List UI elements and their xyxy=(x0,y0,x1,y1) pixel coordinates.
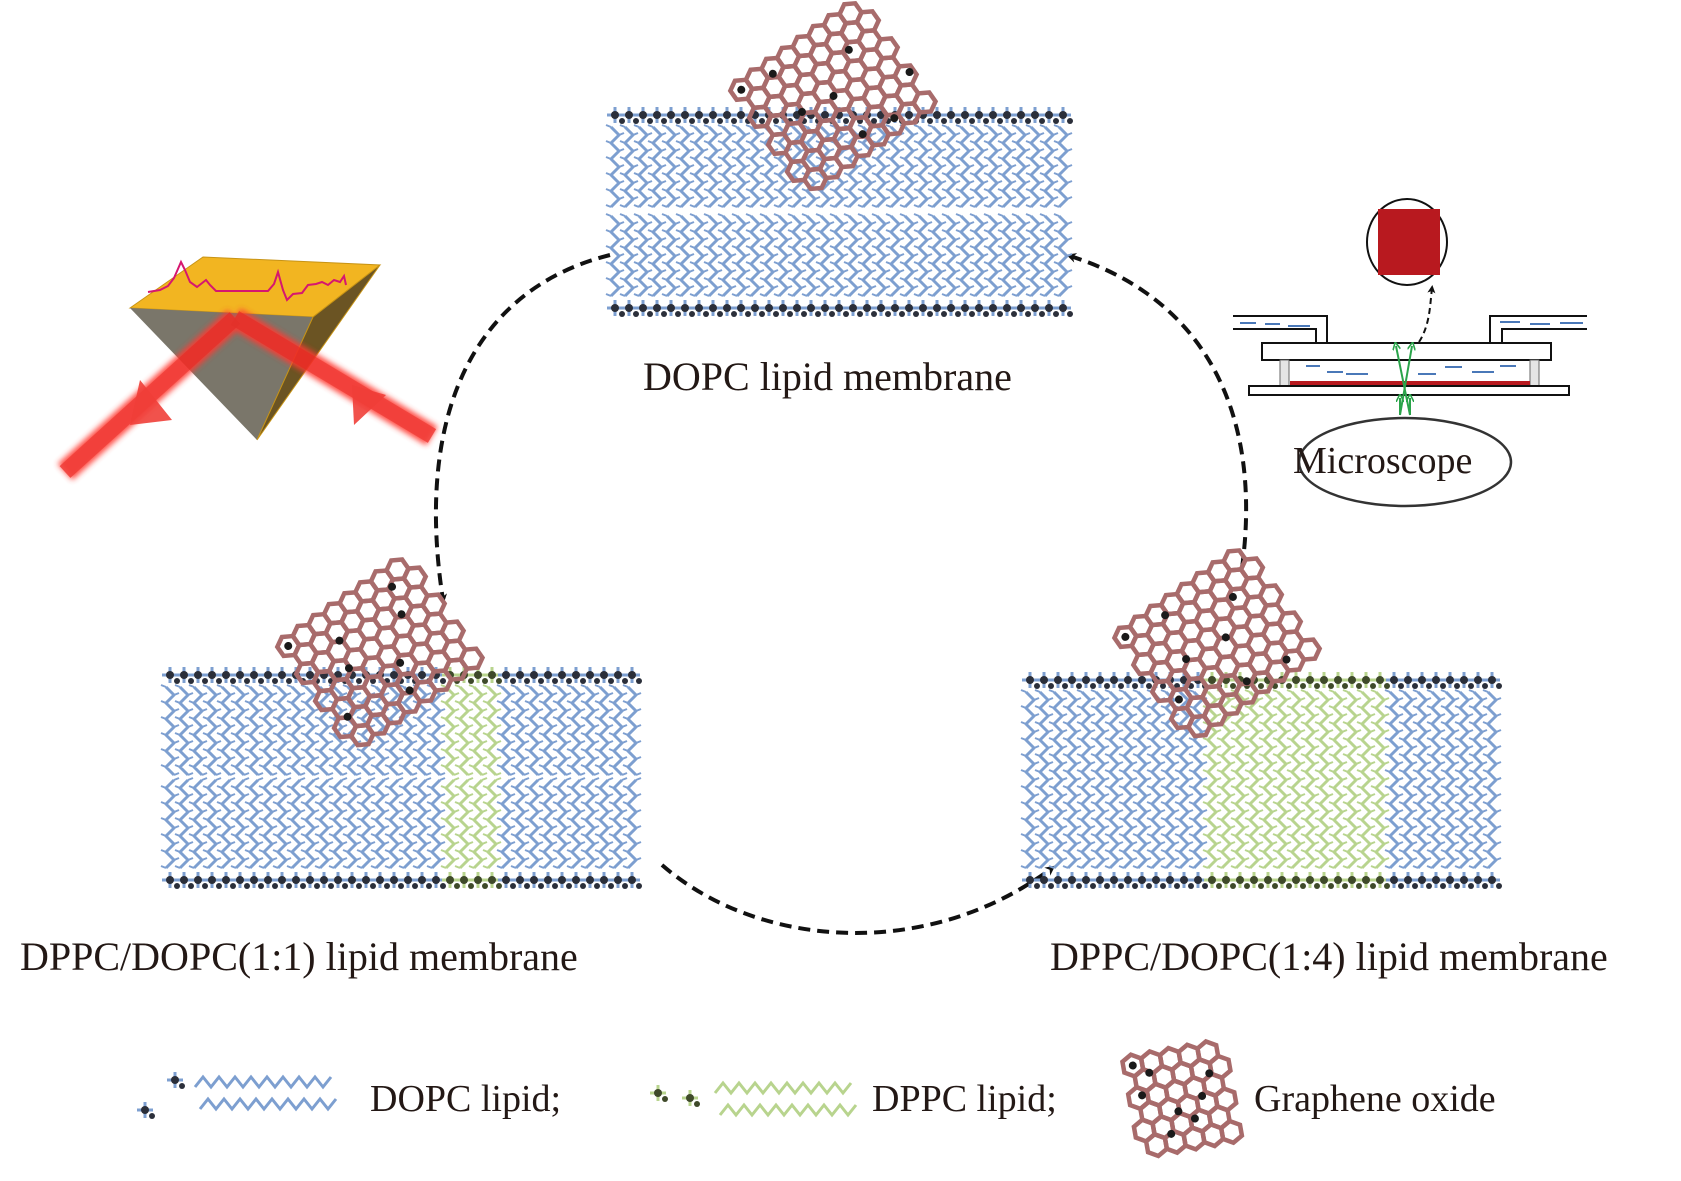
sample-layer xyxy=(1290,381,1530,385)
dppc-lipid-icon xyxy=(650,1080,858,1118)
laser-out-arrowhead xyxy=(130,380,172,425)
laser-in-beam xyxy=(230,311,437,443)
spacer-right xyxy=(1529,359,1540,387)
dppc-dopc-1-1-membrane-graphic xyxy=(160,557,642,889)
inlet-channel xyxy=(1233,315,1328,342)
legend-dopc-label: DOPC lipid; xyxy=(370,1078,562,1120)
microscope-ellipse xyxy=(1297,416,1513,508)
dopc-membrane-label: DOPC lipid membrane xyxy=(643,354,1012,399)
dopc-lipid-icon xyxy=(137,1072,338,1119)
dppc-dopc-1-1-membrane-label: DPPC/DOPC(1:1) lipid membrane xyxy=(20,934,578,979)
dppc-dopc-1-4-membrane-label: DPPC/DOPC(1:4) lipid membrane xyxy=(1050,934,1608,979)
sample-image-square xyxy=(1378,209,1440,275)
bottom-slide xyxy=(1248,385,1570,396)
arrow-top-to-left xyxy=(433,253,611,604)
laser-in-arrowhead xyxy=(352,385,386,425)
laser-beams xyxy=(57,308,438,481)
spacer-left xyxy=(1279,359,1290,387)
legend-dppc-label: DPPC lipid; xyxy=(872,1078,1057,1120)
dppc-dopc-1-4-membrane-graphic xyxy=(1020,548,1502,889)
cycle-arrows xyxy=(433,253,1249,935)
top-plate xyxy=(1261,342,1552,361)
prism-side-face xyxy=(256,264,381,441)
microscope-label: Microscope xyxy=(1293,440,1473,482)
light-path xyxy=(1396,346,1412,416)
legend-graphene-oxide-label: Graphene oxide xyxy=(1254,1078,1496,1120)
arrow-left-to-right xyxy=(660,863,1056,935)
outlet-channel xyxy=(1489,315,1587,342)
image-path-arrow xyxy=(1418,285,1436,343)
prism-sensor-icon xyxy=(57,256,438,481)
graphene-oxide-icon xyxy=(1120,1038,1245,1159)
microscope-setup-diagram xyxy=(1233,198,1587,508)
arrow-right-to-top xyxy=(1066,253,1249,569)
dopc-membrane-graphic xyxy=(605,0,1073,317)
spectrum-curve xyxy=(147,259,347,302)
